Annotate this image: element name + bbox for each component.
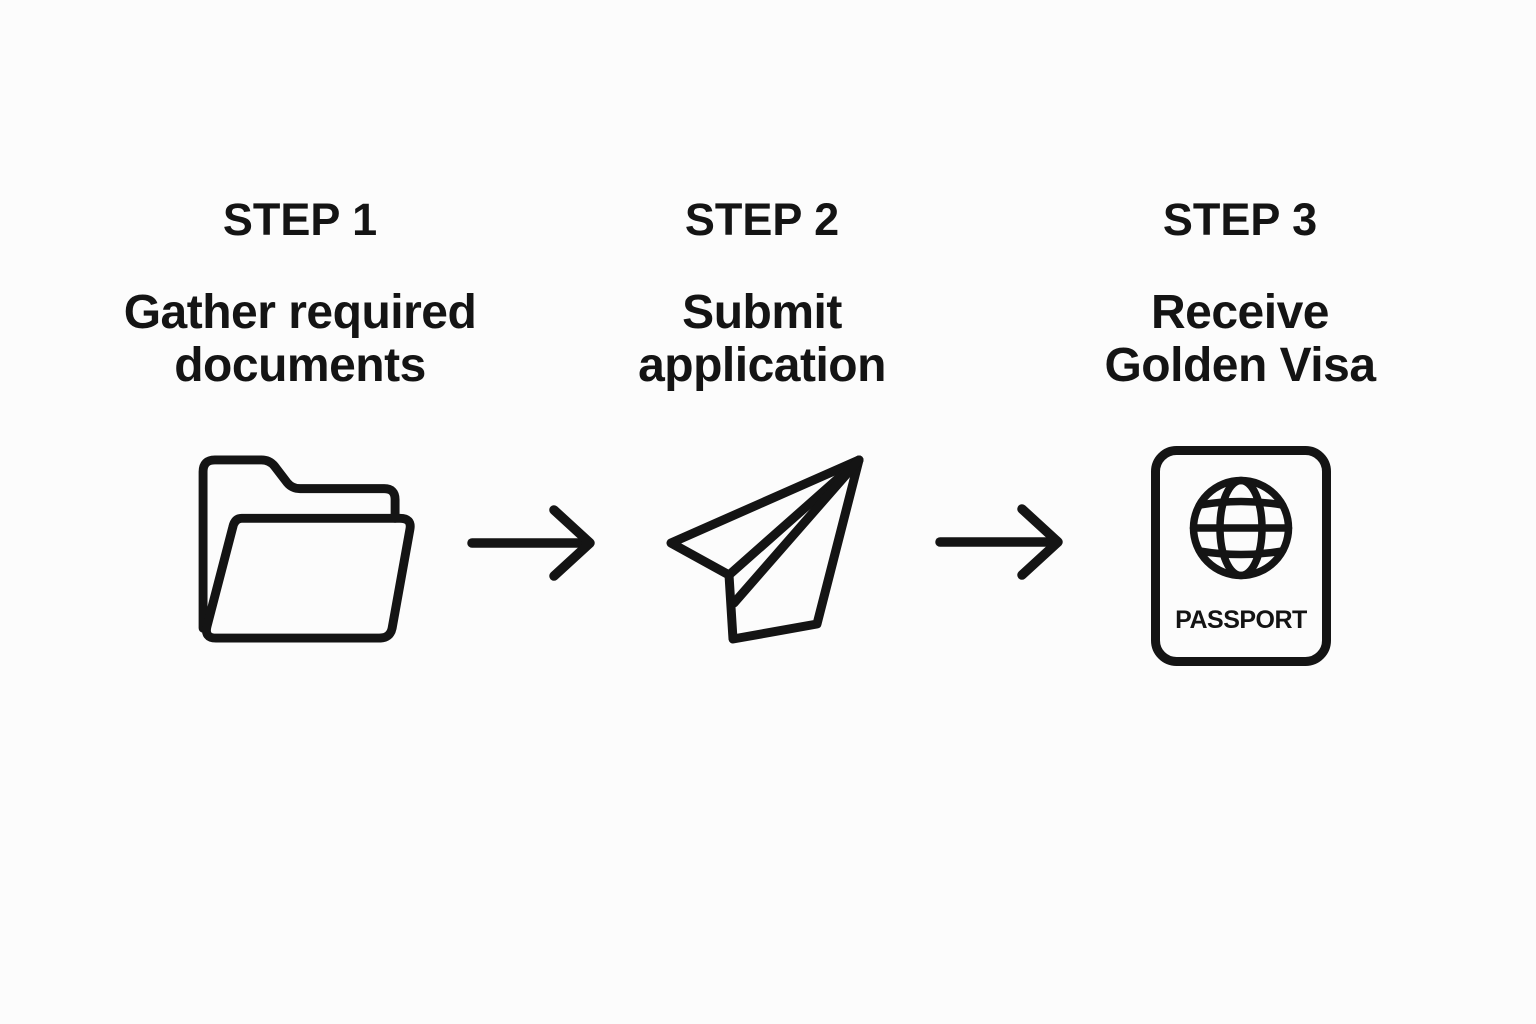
- arrow-head: [549, 505, 595, 581]
- globe-upper-latitude: [1195, 497, 1287, 509]
- folder-front-shape: [202, 513, 415, 643]
- arrow-right-icon: [934, 502, 1064, 582]
- step-3-column: STEP 3 Receive Golden Visa: [1020, 194, 1460, 392]
- step-2-label: STEP 2: [684, 194, 840, 245]
- globe-icon: [1189, 476, 1293, 580]
- step-3-label: STEP 3: [1162, 194, 1318, 245]
- passport-label: PASSPORT: [1175, 606, 1307, 634]
- globe-lower-latitude: [1195, 547, 1287, 559]
- step-1-column: STEP 1 Gather required documents: [80, 194, 520, 392]
- step-2-description: Submit application: [638, 286, 886, 392]
- plane-fold-line-lower: [729, 455, 864, 608]
- folder-back-shape: [198, 455, 400, 633]
- arrow-head: [1017, 504, 1063, 580]
- plane-outline-shape: [666, 455, 864, 644]
- passport-icon: PASSPORT: [1151, 446, 1331, 666]
- step-2-column: STEP 2 Submit application: [542, 194, 982, 392]
- step-3-description: Receive Golden Visa: [1104, 286, 1376, 392]
- arrow-right-icon: [466, 503, 596, 583]
- step-1-description: Gather required documents: [123, 286, 477, 392]
- paper-plane-icon: [662, 452, 868, 648]
- open-folder-icon: [196, 452, 418, 646]
- passport-cover-shape: [1151, 446, 1331, 666]
- step-1-label: STEP 1: [222, 194, 378, 245]
